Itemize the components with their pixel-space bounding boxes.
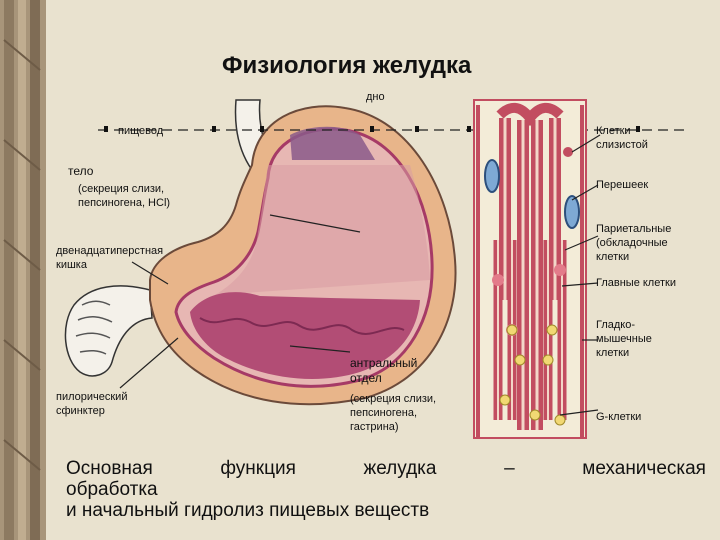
label-body-note: (секреция слизи, пепсиногена, HCl) bbox=[78, 182, 170, 210]
label-mucous-cells: Клетки слизистой bbox=[596, 124, 648, 152]
slide-caption: Основная функция желудка – механическая … bbox=[66, 458, 706, 521]
label-g-cells: G-клетки bbox=[596, 410, 641, 424]
label-body: тело bbox=[68, 164, 93, 179]
label-parietal-cells: Париетальные (обкладочные клетки bbox=[596, 222, 671, 264]
caption-word-5: механическая bbox=[582, 458, 706, 479]
label-antrum-note: (секреция слизи, пепсиногена, гастрина) bbox=[350, 392, 436, 434]
label-smooth-muscle: Гладко- мышечные клетки bbox=[596, 318, 652, 360]
caption-word-1: Основная bbox=[66, 458, 153, 479]
label-chief-cells: Главные клетки bbox=[596, 276, 676, 290]
caption-line-1: Основная функция желудка – механическая bbox=[66, 458, 706, 479]
label-antrum: антральный отдел bbox=[350, 356, 417, 386]
caption-word-3: желудка bbox=[363, 458, 436, 479]
label-pyloric-sphincter: пилорический сфинктер bbox=[56, 390, 127, 418]
slide-title: Физиология желудка bbox=[222, 52, 471, 80]
label-esophagus: пищевод bbox=[118, 124, 163, 138]
decorative-border bbox=[0, 0, 46, 540]
caption-word-2: функция bbox=[220, 458, 296, 479]
caption-line-3: и начальный гидролиз пищевых веществ bbox=[66, 500, 706, 521]
caption-line-2: обработка bbox=[66, 479, 706, 500]
label-fundus: дно bbox=[366, 90, 385, 104]
caption-word-4: – bbox=[504, 458, 515, 479]
label-duodenum: двенадцатиперстная кишка bbox=[56, 244, 163, 272]
gastric-gland-illustration bbox=[474, 100, 600, 438]
label-isthmus: Перешеек bbox=[596, 178, 648, 192]
